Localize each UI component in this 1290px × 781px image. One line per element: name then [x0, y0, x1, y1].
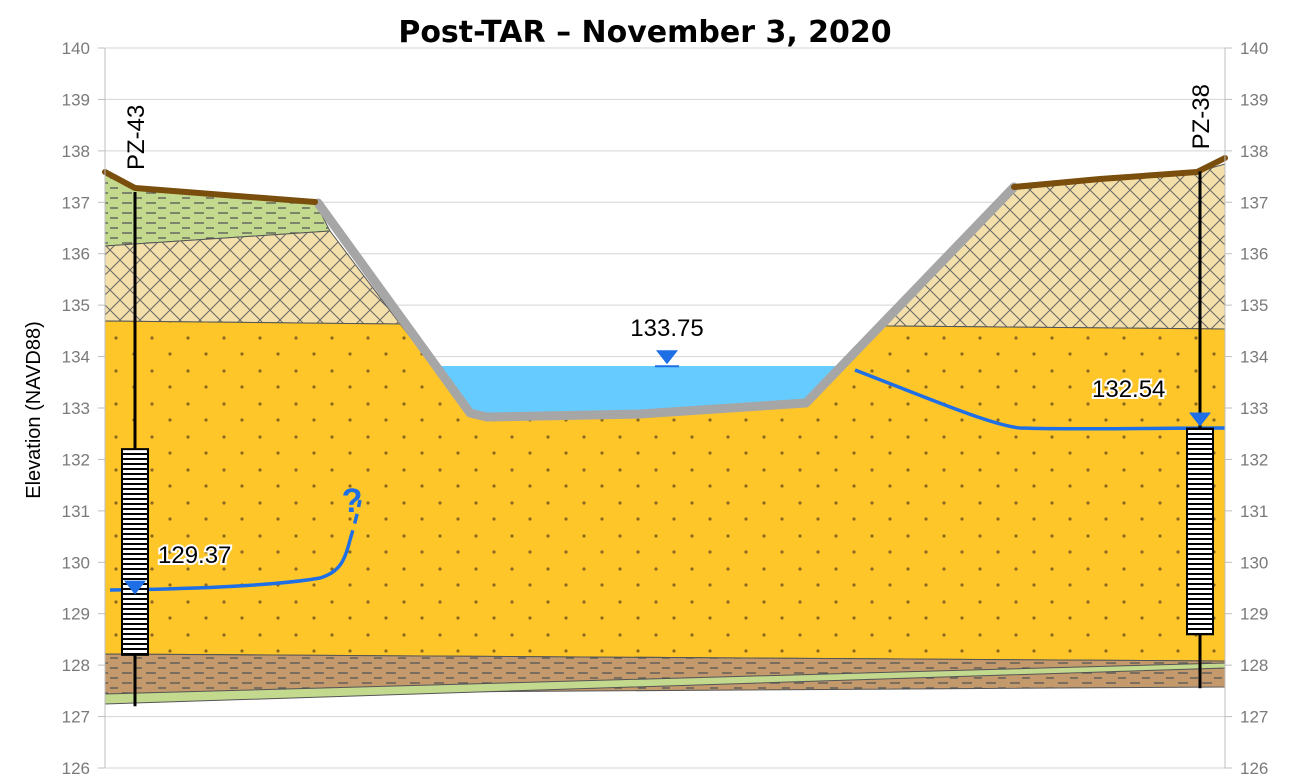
tick-label: 139 [1240, 90, 1268, 109]
tick-label: 127 [62, 708, 90, 727]
tick-label: 136 [62, 245, 90, 264]
tick-label: 132 [1240, 450, 1268, 469]
tick-label: 135 [62, 296, 90, 315]
tick-label: 129 [1240, 605, 1268, 624]
tick-label: 138 [62, 142, 90, 161]
y-axis-left: 126 127 128 129 130 131 132 133 134 135 136 137 138 1… [62, 39, 106, 778]
tick-label: 133 [62, 399, 90, 418]
tick-label: 128 [1240, 656, 1268, 675]
water-level-marker-pz-38 [1189, 412, 1211, 427]
tick-label: 130 [1240, 553, 1268, 572]
water-table-left-inferred [348, 499, 362, 541]
well-screen [1186, 427, 1214, 636]
tick-label: 134 [1240, 348, 1268, 367]
pond-liner [313, 182, 1019, 422]
water-level-marker-pz-43 [124, 580, 146, 595]
y-axis-right: 126 127 128 129 130 131 132 133 134 135 136 137 138 1… [1224, 39, 1268, 778]
tick-label: 140 [1240, 39, 1268, 58]
well-label: PZ-38 [1188, 84, 1215, 149]
chart-title: Post-TAR – November 3, 2020 [398, 15, 891, 50]
fill-layer-right-hatched-texture [885, 164, 1225, 329]
tick-label: 131 [1240, 502, 1268, 521]
clay-base-texture [105, 654, 1225, 694]
tick-label: 130 [62, 553, 90, 572]
well-screen [121, 448, 149, 656]
tick-label: 137 [62, 193, 90, 212]
tick-label: 127 [1240, 708, 1268, 727]
geology [104, 163, 1226, 705]
tick-label: 139 [62, 90, 90, 109]
well-label: PZ-43 [123, 105, 150, 170]
tick-label: 138 [1240, 142, 1268, 161]
tick-label: 135 [1240, 296, 1268, 315]
water-table-left [109, 539, 352, 592]
tick-label: 126 [1240, 759, 1268, 778]
ground-surface-right [1011, 155, 1228, 190]
tick-label: 126 [62, 759, 90, 778]
tick-label: 137 [1240, 193, 1268, 212]
tick-label: 134 [62, 348, 90, 367]
tick-label: 136 [1240, 245, 1268, 264]
tick-label: 131 [62, 502, 90, 521]
pz-38-water-level-label: 132.54 [1092, 376, 1165, 403]
tick-label: 133 [1240, 399, 1268, 418]
water-table-right [854, 368, 1226, 431]
tick-label: 132 [62, 450, 90, 469]
pz-43-water-level-label: 129.37 [158, 542, 231, 569]
water-level-marker-pond [656, 350, 678, 365]
ground-surface-left [102, 169, 318, 205]
tick-label: 129 [62, 605, 90, 624]
tick-label: 128 [62, 656, 90, 675]
y-axis-label: Elevation (NAVD88) [23, 321, 45, 498]
uncertainty-mark: ? [342, 482, 363, 520]
tick-label: 140 [62, 39, 90, 58]
well-pz-43: PZ-43 [121, 105, 150, 707]
fill-layer-left-hatched-texture [105, 231, 400, 324]
well-pz-38: PZ-38 [1186, 84, 1215, 689]
pond-water-level-label: 133.75 [630, 315, 703, 342]
